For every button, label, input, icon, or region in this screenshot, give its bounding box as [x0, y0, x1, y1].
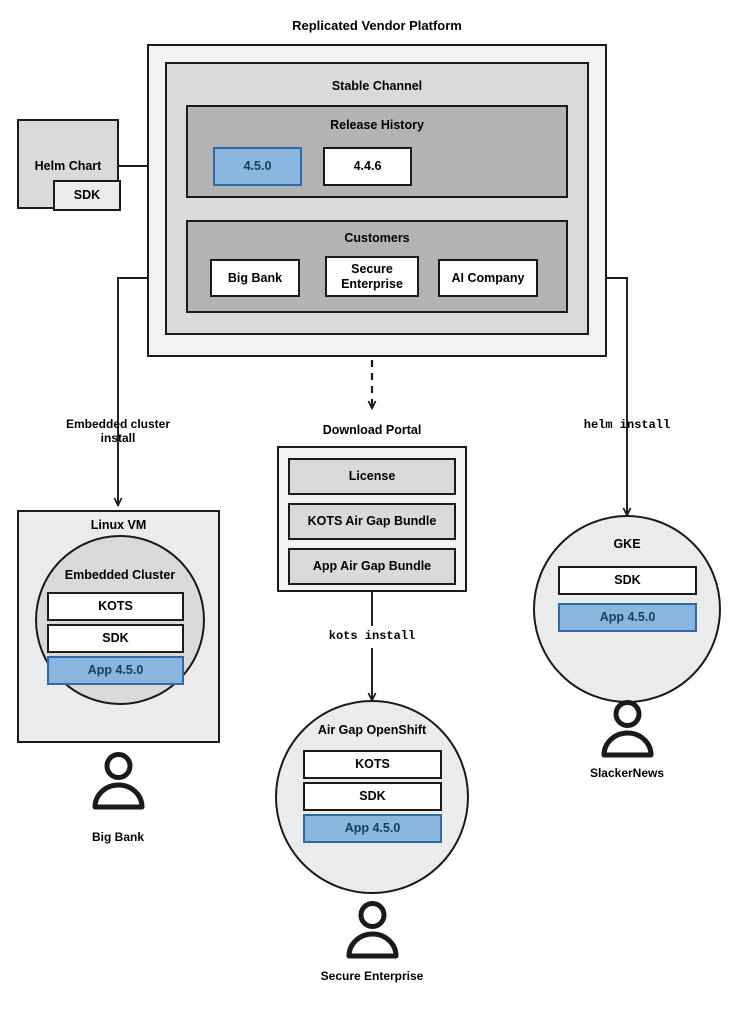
download-portal-artifact-kots-air-gap-bundle[interactable]: KOTS Air Gap Bundle [288, 503, 456, 540]
openshift-component-kots[interactable]: KOTS [303, 750, 442, 779]
linux-vm-component-sdk[interactable]: SDK [47, 624, 184, 653]
release-4-4-6[interactable]: 4.4.6 [323, 147, 412, 186]
download-portal-artifact-license[interactable]: License [288, 458, 456, 495]
actor-label-slackernews: SlackerNews [589, 766, 665, 780]
gke-component-sdk[interactable]: SDK [558, 566, 697, 595]
linux-vm-component-app[interactable]: App 4.5.0 [47, 656, 184, 685]
release-4-5-0[interactable]: 4.5.0 [213, 147, 302, 186]
actor-label-big-bank: Big Bank [91, 830, 144, 844]
actor-icon-big-bank [92, 752, 145, 810]
embedded-cluster-label: Embedded Cluster [64, 568, 176, 582]
release-history-label: Release History [330, 118, 424, 132]
target-linux-vm-label: Linux VM [90, 518, 147, 532]
openshift-component-sdk[interactable]: SDK [303, 782, 442, 811]
customer-big-bank[interactable]: Big Bank [210, 259, 300, 297]
edge-label-kots-install: kots install [328, 629, 416, 643]
customers-label: Customers [344, 231, 410, 245]
gke-component-app[interactable]: App 4.5.0 [558, 603, 697, 632]
openshift-component-app[interactable]: App 4.5.0 [303, 814, 442, 843]
download-portal-artifact-app-air-gap-bundle[interactable]: App Air Gap Bundle [288, 548, 456, 585]
download-portal-label: Download Portal [322, 423, 422, 437]
page-title: Replicated Vendor Platform [292, 18, 462, 33]
helm-chart-label: Helm Chart [34, 159, 102, 173]
actor-icon-slackernews [601, 700, 654, 758]
customer-ai-company[interactable]: AI Company [438, 259, 538, 297]
edge-label-embedded-cluster-install: Embedded cluster install [65, 417, 171, 446]
linux-vm-component-kots[interactable]: KOTS [47, 592, 184, 621]
target-gke-label: GKE [613, 537, 641, 551]
edge-label-helm-install: helm install [583, 418, 671, 432]
customer-secure-enterprise[interactable]: Secure Enterprise [325, 256, 419, 297]
actor-label-secure-enterprise: Secure Enterprise [320, 969, 424, 983]
actor-icon-secure-enterprise [346, 901, 399, 959]
target-air-gap-openshift-label: Air Gap OpenShift [317, 723, 427, 737]
helm-chart-sdk-box[interactable]: SDK [53, 180, 121, 211]
stable-channel-label: Stable Channel [331, 79, 423, 93]
